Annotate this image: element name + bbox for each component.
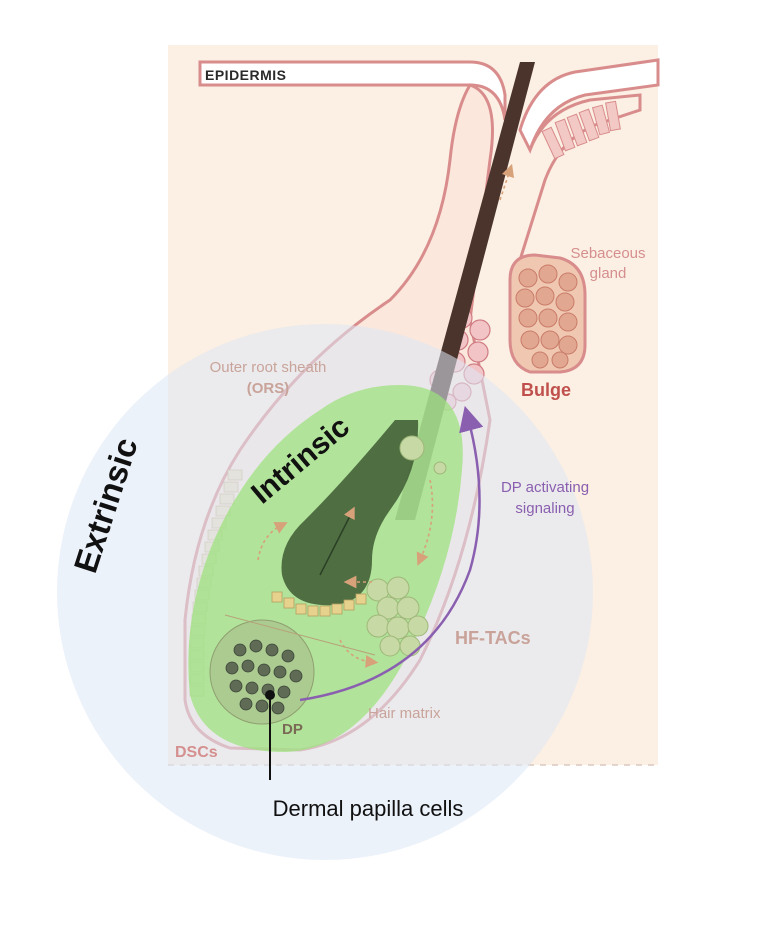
duct-cells <box>541 100 621 160</box>
dp-label: DP <box>282 721 303 738</box>
ors-label-line1: Outer root sheath <box>210 359 327 376</box>
migration-arrows <box>257 163 515 668</box>
dp-cells <box>225 639 303 715</box>
ors-label-line2: (ORS) <box>247 380 290 397</box>
dermal-papilla-label: Dermal papilla cells <box>273 796 464 821</box>
hf-tacs-label: HF-TACs <box>455 628 531 648</box>
dp-signal-label-line1: DP activating <box>501 479 589 496</box>
bulge-label: Bulge <box>521 380 571 400</box>
sebaceous-label-line2: gland <box>590 265 627 282</box>
dp-signal-label-line2: signaling <box>515 500 574 517</box>
epidermis-right <box>518 58 660 154</box>
sebaceous-duct <box>518 93 642 261</box>
dscs-label: DSCs <box>175 744 218 761</box>
bulb-lower-outline <box>224 614 376 656</box>
matrix-cells <box>271 591 367 617</box>
dp-signal-arrow <box>299 405 484 702</box>
sebaceous-cells <box>515 264 578 369</box>
hf-tacs-cells <box>366 576 429 657</box>
bulb-arrow <box>319 506 355 576</box>
follicle-cells <box>399 435 447 475</box>
hair-matrix-label: Hair matrix <box>368 705 441 722</box>
epidermis-label: EPIDERMIS <box>205 67 287 83</box>
sebaceous-label-line1: Sebaceous <box>570 245 645 262</box>
